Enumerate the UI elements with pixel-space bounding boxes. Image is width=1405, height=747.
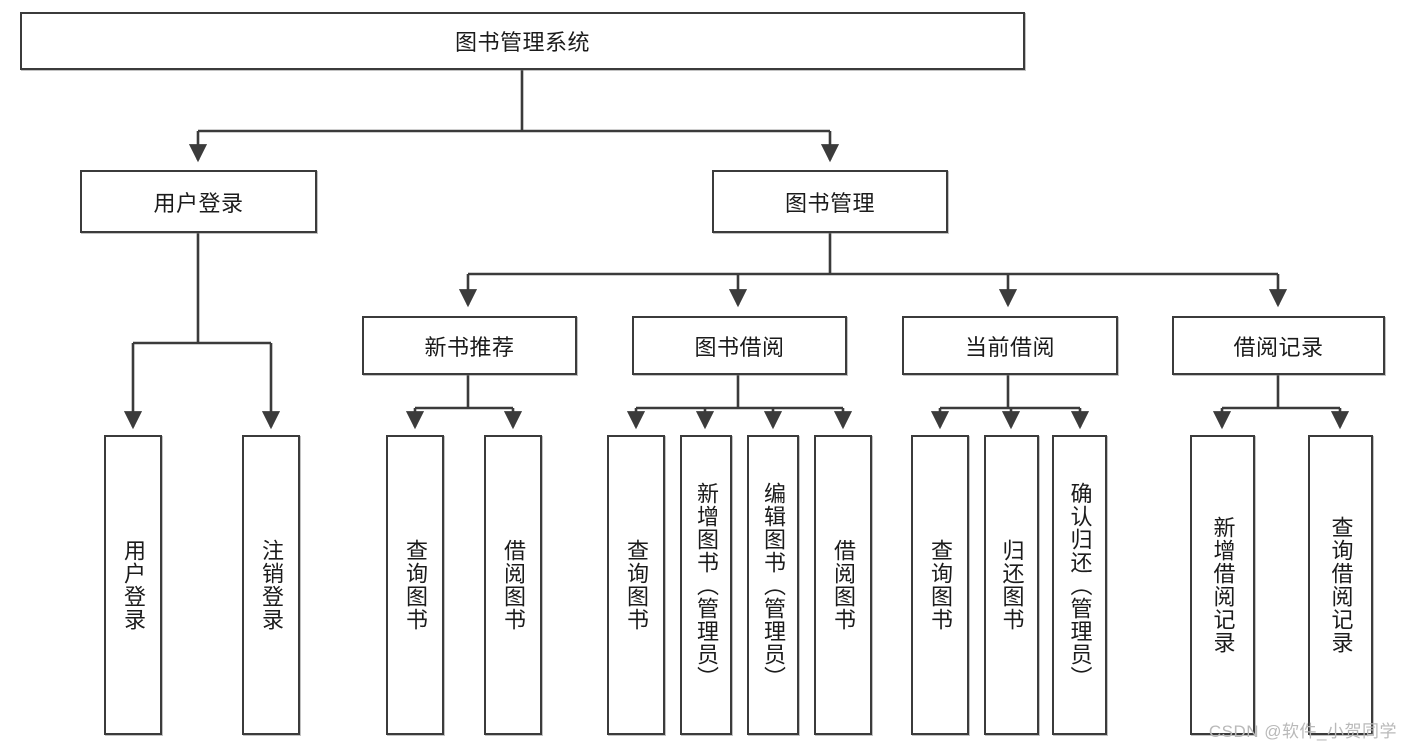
csdn-watermark: CSDN @软件_小贺同学	[1208, 722, 1397, 741]
leaf-book-borrow-borrow-books-label: 借阅图书	[830, 539, 856, 631]
leaf-current-borrow-return-books[interactable]: 归还图书	[984, 435, 1039, 735]
leaf-book-borrow-query-books-label: 查询图书	[623, 539, 649, 631]
leaf-user-login[interactable]: 用户登录	[104, 435, 162, 735]
leaf-book-borrow-add-book-admin-label: 新增图书（管理员）	[693, 481, 719, 689]
leaf-book-borrow-query-books[interactable]: 查询图书	[607, 435, 665, 735]
leaf-borrow-record-query-record-label: 查询借阅记录	[1328, 516, 1354, 654]
node-current-borrow-label: 当前借阅	[964, 334, 1055, 360]
node-root-label: 图书管理系统	[454, 30, 590, 55]
node-new-book-recommend-label: 新书推荐	[424, 334, 515, 360]
leaf-book-borrow-borrow-books[interactable]: 借阅图书	[814, 435, 872, 735]
leaf-book-borrow-add-book-admin[interactable]: 新增图书（管理员）	[680, 435, 732, 735]
leaf-current-borrow-return-books-label: 归还图书	[999, 539, 1025, 631]
node-book-management-label: 图书管理	[784, 190, 875, 216]
leaf-new-book-borrow-books-label: 借阅图书	[500, 539, 526, 631]
node-user-login-label: 用户登录	[153, 190, 244, 216]
leaf-new-book-query-books[interactable]: 查询图书	[386, 435, 444, 735]
leaf-current-borrow-confirm-return-admin[interactable]: 确认归还（管理员）	[1052, 435, 1107, 735]
leaf-current-borrow-query-books[interactable]: 查询图书	[911, 435, 969, 735]
node-borrow-record-label: 借阅记录	[1233, 334, 1324, 360]
node-user-login[interactable]: 用户登录	[80, 170, 317, 233]
node-book-borrow[interactable]: 图书借阅	[632, 316, 847, 375]
leaf-current-borrow-query-books-label: 查询图书	[927, 539, 953, 631]
node-new-book-recommend[interactable]: 新书推荐	[362, 316, 577, 375]
leaf-borrow-record-add-record[interactable]: 新增借阅记录	[1190, 435, 1255, 735]
node-borrow-record[interactable]: 借阅记录	[1172, 316, 1385, 375]
leaf-borrow-record-query-record[interactable]: 查询借阅记录	[1308, 435, 1373, 735]
node-root-book-management-system[interactable]: 图书管理系统	[20, 12, 1025, 70]
leaf-book-borrow-edit-book-admin-label: 编辑图书（管理员）	[760, 481, 786, 689]
leaf-logout-login[interactable]: 注销登录	[242, 435, 300, 735]
node-book-management[interactable]: 图书管理	[712, 170, 948, 233]
node-current-borrow[interactable]: 当前借阅	[902, 316, 1118, 375]
leaf-current-borrow-confirm-return-admin-label: 确认归还（管理员）	[1067, 481, 1093, 689]
node-book-borrow-label: 图书借阅	[694, 334, 785, 360]
leaf-borrow-record-add-record-label: 新增借阅记录	[1210, 516, 1236, 654]
leaf-logout-login-label: 注销登录	[258, 539, 284, 631]
leaf-book-borrow-edit-book-admin[interactable]: 编辑图书（管理员）	[747, 435, 799, 735]
leaf-new-book-query-books-label: 查询图书	[402, 539, 428, 631]
leaf-user-login-label: 用户登录	[120, 539, 146, 631]
leaf-new-book-borrow-books[interactable]: 借阅图书	[484, 435, 542, 735]
